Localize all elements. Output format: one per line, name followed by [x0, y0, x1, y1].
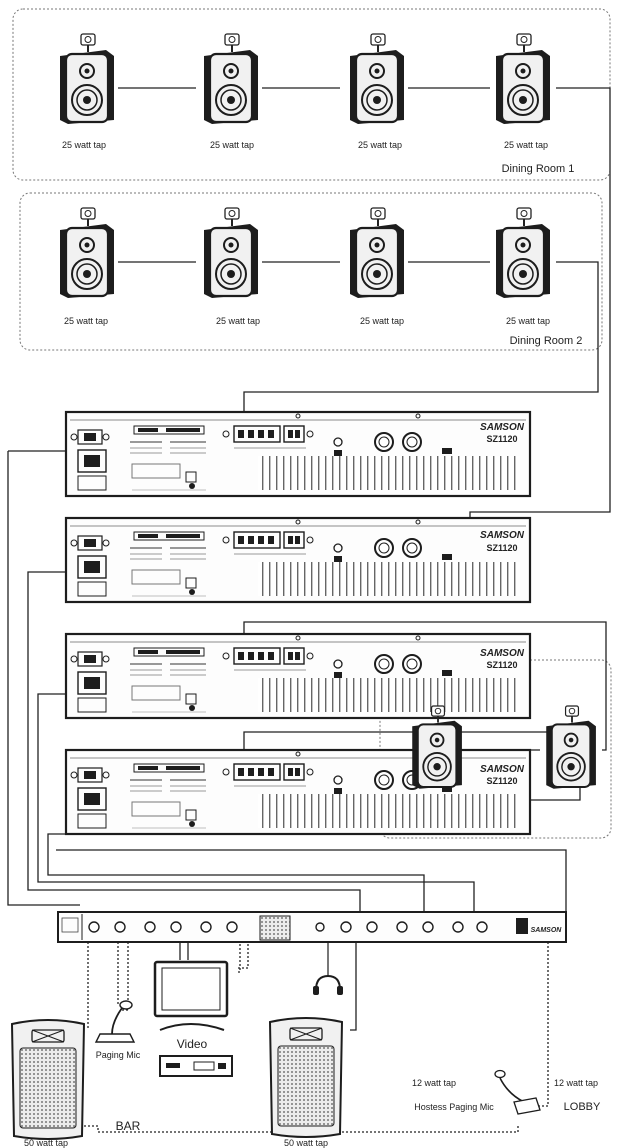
- pa-speaker-icon: [11, 1019, 85, 1140]
- wall-speaker-icon: [58, 32, 116, 126]
- pa-speaker-icon: [269, 1017, 343, 1138]
- mixer: SAMSON: [57, 911, 567, 995]
- amplifier: SAMSON SZ1120: [64, 632, 532, 720]
- wall-speaker-icon: [348, 206, 406, 300]
- dining-room-2-speakers: 25 watt tap 25 watt tap 25 watt tap 25 w…: [58, 206, 583, 347]
- microphone-icon: [494, 1069, 541, 1115]
- amplifier-brand: SAMSON: [480, 648, 525, 659]
- video-station: Video: [153, 960, 233, 1077]
- amplifier-brand: SAMSON: [480, 530, 525, 541]
- headphones-icon: [313, 942, 343, 995]
- amplifier-brand: SAMSON: [480, 422, 525, 433]
- hostess-mic-label: Hostess Paging Mic: [414, 1102, 494, 1112]
- bar-zone: Paging Mic 50 watt tap 50 watt tap BAR: [11, 1000, 343, 1148]
- speaker-tap-label: 25 watt tap: [64, 316, 108, 326]
- speaker-tap-label: 50 watt tap: [284, 1138, 328, 1148]
- wall-speaker-icon: [545, 704, 597, 790]
- amplifier: SAMSON SZ1120: [64, 748, 532, 836]
- amplifier: SAMSON SZ1120: [64, 410, 532, 498]
- room-label: Dining Room 2: [510, 335, 583, 347]
- room-label: LOBBY: [564, 1101, 601, 1113]
- speaker-tap-label: 50 watt tap: [24, 1138, 68, 1148]
- dining-room-1-speakers: 25 watt tap 25 watt tap 25 watt tap 25 w…: [58, 32, 575, 175]
- wall-speaker-icon: [202, 206, 260, 300]
- amplifier: SAMSON SZ1120: [64, 516, 532, 604]
- room-label: Dining Room 1: [502, 163, 575, 175]
- dvd-player-icon: [159, 1055, 233, 1077]
- speaker-tap-label: 12 watt tap: [554, 1078, 598, 1088]
- amplifier-model: SZ1120: [486, 543, 517, 553]
- amplifier-brand: SAMSON: [480, 764, 525, 775]
- wall-speaker-icon: [494, 32, 552, 126]
- speaker-tap-label: 25 watt tap: [506, 316, 550, 326]
- video-label: Video: [177, 1037, 208, 1051]
- lobby-speakers: 12 watt tap 12 watt tap Hostess Paging M…: [411, 704, 601, 1115]
- mixer-brand: SAMSON: [531, 927, 563, 934]
- speaker-tap-label: 25 watt tap: [358, 140, 402, 150]
- dining-room-2-zone: [19, 192, 603, 351]
- speaker-tap-label: 25 watt tap: [216, 316, 260, 326]
- wall-speaker-icon: [202, 32, 260, 126]
- amplifier-model: SZ1120: [486, 660, 517, 670]
- speaker-tap-label: 25 watt tap: [360, 316, 404, 326]
- amplifier-rack: SAMSON SZ1120 SAMSON SZ1120 SAMSON SZ112…: [64, 410, 532, 836]
- speaker-tap-label: 25 watt tap: [504, 140, 548, 150]
- speaker-tap-label: 25 watt tap: [62, 140, 106, 150]
- microphone-icon: [94, 1000, 136, 1043]
- wall-speaker-icon: [58, 206, 116, 300]
- wall-speaker-icon: [348, 32, 406, 126]
- monitor-icon: [153, 960, 229, 1031]
- amplifier-model: SZ1120: [486, 434, 517, 444]
- amplifier-model: SZ1120: [486, 776, 517, 786]
- speaker-tap-label: 25 watt tap: [210, 140, 254, 150]
- paging-mic-label: Paging Mic: [96, 1050, 141, 1060]
- speaker-tap-label: 12 watt tap: [412, 1078, 456, 1088]
- wall-speaker-icon: [494, 206, 552, 300]
- room-label: BAR: [116, 1119, 141, 1133]
